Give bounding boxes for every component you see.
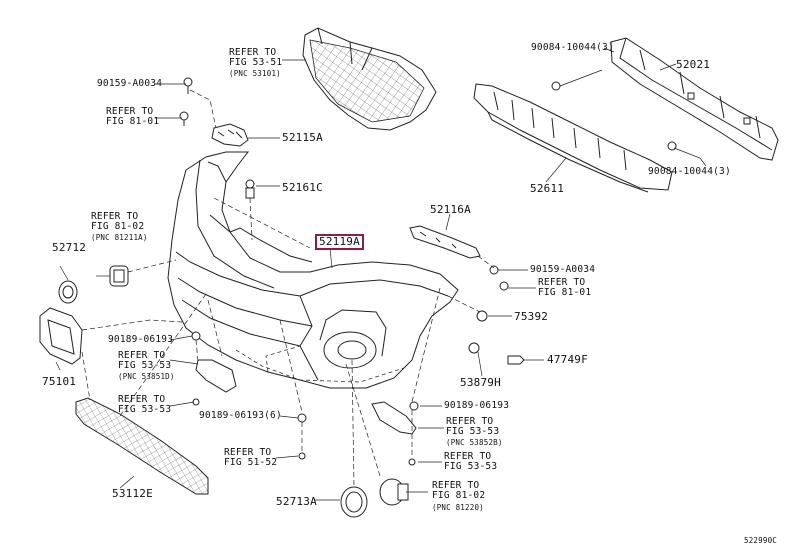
- callout-52712: 52712: [52, 241, 87, 254]
- callout-52713a: 52713A: [276, 495, 317, 508]
- emblem-52712: [58, 280, 78, 304]
- upper-grille: [302, 27, 437, 131]
- callout-90084-10044-top: 90084-10044(3): [531, 42, 614, 53]
- callout-52021: 52021: [676, 58, 711, 71]
- bracket-52115a: [211, 123, 249, 147]
- callout-90189-06193-right: 90189-06193: [444, 400, 510, 411]
- callout-52116a: 52116A: [430, 203, 471, 216]
- callout-pnc-81220: (PNC 81220): [432, 503, 484, 512]
- washer-nozzle-81211a: [109, 265, 129, 287]
- fog-lamp: [379, 478, 409, 506]
- callout-fig-53-53: FIG 53-53: [118, 404, 172, 415]
- callout-pnc-81211a: (PNC 81211A): [91, 233, 148, 242]
- fog-bracket-left: [195, 359, 237, 393]
- callout-90189-06193-6: 90189-06193(6): [199, 410, 282, 421]
- callout-refer-to: REFER TO: [118, 350, 166, 361]
- bumper-reinforcement: [610, 37, 779, 161]
- callout-fig-81-01: FIG 81-01: [106, 116, 160, 127]
- callout-refer-to: REFER TO: [446, 416, 494, 427]
- callout-52115a: 52115A: [282, 131, 323, 144]
- callout-fig-81-02: FIG 81-02: [432, 490, 486, 501]
- callout-52119a-highlighted[interactable]: 52119A: [315, 234, 364, 250]
- callout-fig-81-01: FIG 81-01: [538, 287, 592, 298]
- callout-90159-a0034-top: 90159-A0034: [97, 78, 163, 89]
- callout-47749f: 47749F: [547, 353, 588, 366]
- callout-fig-53-53: FIG 53-53: [118, 360, 172, 371]
- callout-75101: 75101: [42, 375, 77, 388]
- fog-bracket-right: [371, 401, 417, 435]
- callout-52161c: 52161C: [282, 181, 323, 194]
- callout-fig-51-52: FIG 51-52: [224, 457, 278, 468]
- callout-52611: 52611: [530, 182, 565, 195]
- callout-90189-06193-left: 90189-06193: [108, 334, 174, 345]
- callout-pnc-53852b: (PNC 53852B): [446, 438, 503, 447]
- callout-fig-81-02: FIG 81-02: [91, 221, 145, 232]
- clip-fasteners: [179, 77, 677, 466]
- lower-grille: [75, 397, 209, 495]
- callout-53112e: 53112E: [112, 487, 153, 500]
- retainer-52116a: [409, 225, 481, 259]
- callout-fig-53-53: FIG 53-53: [444, 461, 498, 472]
- callout-pnc-53851d: (PNC 53851D): [118, 372, 175, 381]
- callout-refer-to: REFER TO: [91, 211, 139, 222]
- callout-refer-to: REFER TO: [106, 106, 154, 117]
- callout-fig-53-51: FIG 53-51: [229, 57, 283, 68]
- license-bracket: [39, 307, 83, 365]
- callout-90159-a0034-right: 90159-A0034: [530, 264, 596, 275]
- callout-refer-to: REFER TO: [432, 480, 480, 491]
- fog-cover: [340, 486, 368, 518]
- callout-refer-to: REFER TO: [118, 394, 166, 405]
- callout-90084-10044-bottom: 90084-10044(3): [648, 166, 731, 177]
- callout-refer-to: REFER TO: [538, 277, 586, 288]
- callout-53879h: 53879H: [460, 376, 501, 389]
- callout-refer-to: REFER TO: [229, 47, 277, 58]
- callout-refer-to: REFER TO: [224, 447, 272, 458]
- callout-fig-53-53: FIG 53-53: [446, 426, 500, 437]
- callout-refer-to: REFER TO: [444, 451, 492, 462]
- diagram-id: 522990C: [744, 536, 778, 545]
- energy-absorber: [473, 83, 673, 193]
- callout-pnc-53101: (PNC 53101): [229, 69, 281, 78]
- leader-lines: [55, 47, 707, 501]
- callout-75392: 75392: [514, 310, 549, 323]
